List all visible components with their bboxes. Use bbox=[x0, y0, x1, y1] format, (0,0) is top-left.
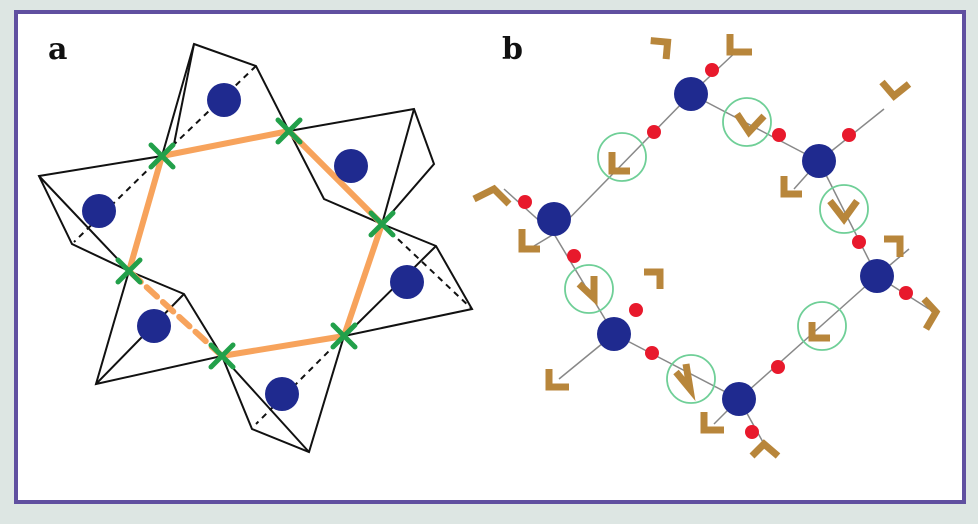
v-shaped-linker-icon bbox=[644, 268, 664, 289]
red-atom bbox=[629, 303, 643, 317]
figure-canvas bbox=[37, 34, 941, 459]
polyhedron-right-edge bbox=[346, 245, 437, 335]
red-atoms bbox=[518, 63, 913, 439]
v-shaped-linker-icon bbox=[608, 152, 630, 175]
polyhedron-right-dash bbox=[381, 223, 473, 310]
red-atom bbox=[745, 425, 759, 439]
bond-line bbox=[553, 93, 692, 235]
blue-atom bbox=[674, 77, 708, 111]
blue-atom bbox=[722, 382, 756, 416]
v-shaped-linker-icon bbox=[472, 184, 512, 207]
green-circle bbox=[666, 354, 716, 404]
v-shaped-linker-icon bbox=[879, 79, 912, 101]
blue-atom bbox=[390, 265, 424, 299]
ring-bond-dashed bbox=[126, 268, 225, 359]
polyhedra-outlines bbox=[37, 42, 474, 454]
ring-bond bbox=[286, 128, 385, 227]
v-shaped-linker-icon bbox=[545, 369, 569, 391]
panel-b-network bbox=[472, 34, 941, 459]
polyhedron-left-dash bbox=[73, 155, 163, 243]
v-shaped-linker-icon bbox=[576, 276, 598, 307]
panel-label-a: a bbox=[48, 32, 68, 67]
blue-atom bbox=[82, 194, 116, 228]
green-circle-highlights bbox=[564, 97, 869, 404]
v-shaped-linker-icon bbox=[734, 112, 767, 138]
green-circle bbox=[597, 132, 647, 182]
tan-linkers bbox=[472, 34, 941, 459]
red-atom bbox=[771, 360, 785, 374]
green-x-icon bbox=[208, 342, 236, 370]
blue-atom bbox=[207, 83, 241, 117]
polyhedron-top-edge bbox=[173, 43, 195, 145]
green-x-icon bbox=[330, 322, 358, 350]
v-shaped-linker-icon bbox=[921, 296, 941, 331]
v-shaped-linker-icon bbox=[749, 439, 781, 459]
v-shaped-linker-icon bbox=[884, 235, 904, 257]
blue-atom bbox=[802, 144, 836, 178]
v-shaped-linker-icon bbox=[518, 229, 540, 253]
orange-ring-bonds bbox=[126, 128, 385, 359]
blue-atom bbox=[334, 149, 368, 183]
polyhedron-lower-left bbox=[94, 269, 224, 386]
green-circle bbox=[722, 97, 772, 147]
red-atom bbox=[567, 249, 581, 263]
red-atom bbox=[899, 286, 913, 300]
v-shaped-linker-icon bbox=[827, 198, 860, 225]
v-shaped-linker-icon bbox=[726, 34, 752, 56]
ring-bond bbox=[219, 333, 347, 359]
figure-frame: a b bbox=[14, 10, 966, 504]
red-atom bbox=[645, 346, 659, 360]
panel-label-b: b bbox=[502, 32, 523, 67]
polyhedron-bottom-dash bbox=[255, 335, 345, 425]
green-x-icon bbox=[115, 257, 143, 285]
v-shaped-linker-icon bbox=[700, 412, 724, 434]
ring-bond bbox=[126, 153, 165, 274]
blue-atom bbox=[265, 377, 299, 411]
v-shaped-linker-icon bbox=[780, 176, 802, 198]
panel-a-polyhedra-ring bbox=[37, 42, 474, 454]
blue-atoms-b bbox=[537, 77, 894, 416]
red-atom bbox=[772, 128, 786, 142]
ring-bond bbox=[341, 221, 385, 339]
green-circle bbox=[564, 264, 614, 314]
green-circle bbox=[797, 301, 847, 351]
bond-line bbox=[613, 333, 740, 400]
red-atom bbox=[842, 128, 856, 142]
polyhedron-ur-edge bbox=[381, 108, 415, 225]
polyhedron-upper-right bbox=[287, 107, 436, 226]
green-x-icon bbox=[148, 142, 176, 170]
green-x-icon bbox=[275, 117, 303, 145]
green-cross-markers bbox=[115, 117, 396, 370]
v-shaped-linker-icon bbox=[673, 363, 696, 402]
blue-atom bbox=[137, 309, 171, 343]
v-shaped-linker-icon bbox=[808, 322, 830, 342]
green-circle bbox=[819, 184, 869, 234]
polyhedron-left-edge bbox=[38, 175, 130, 272]
red-atom bbox=[647, 125, 661, 139]
blue-atom bbox=[537, 202, 571, 236]
bond-line bbox=[738, 275, 878, 400]
polyhedron-bottom-edge bbox=[221, 355, 310, 453]
blue-atom bbox=[597, 317, 631, 351]
green-x-icon bbox=[368, 210, 396, 238]
blue-atom bbox=[860, 259, 894, 293]
blue-atoms-a bbox=[82, 83, 424, 411]
ring-bond bbox=[159, 128, 292, 159]
red-atom bbox=[518, 195, 532, 209]
red-atom bbox=[852, 235, 866, 249]
v-shaped-linker-icon bbox=[650, 37, 672, 60]
red-atom bbox=[705, 63, 719, 77]
